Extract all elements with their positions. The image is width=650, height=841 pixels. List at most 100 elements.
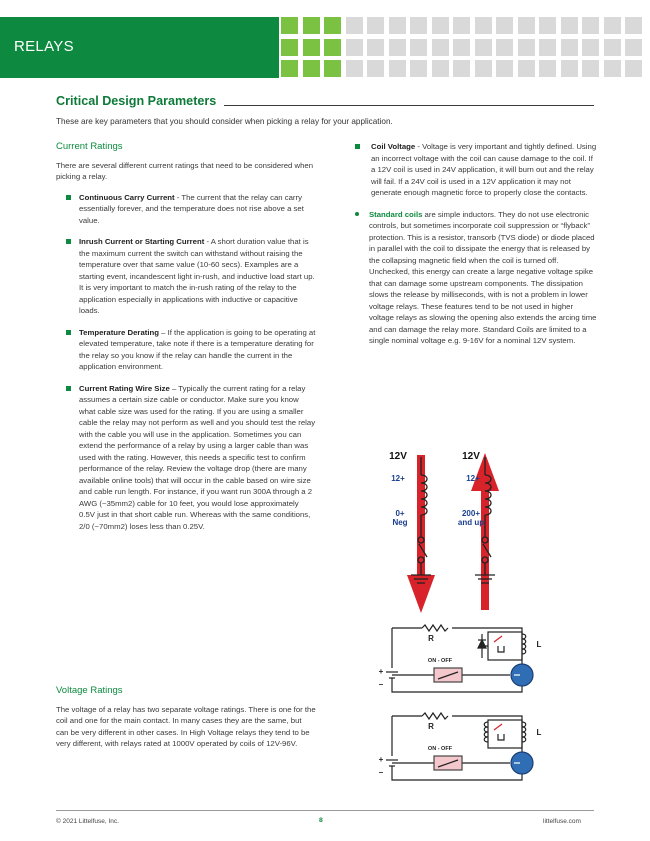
decorative-square [302,17,320,34]
item-term: Inrush Current or Starting Current [79,237,205,246]
decorative-square [517,60,535,77]
bullet-icon [355,144,360,149]
decorative-square [539,38,556,56]
decorative-square [345,17,363,34]
decorative-square [367,38,384,56]
decorative-square [410,60,427,77]
footer-copyright: © 2021 Littelfuse, Inc. [56,818,119,825]
right-upper-label: 12+ [466,474,480,483]
decorative-square [560,38,578,56]
decorative-square [496,38,513,56]
coil-voltage-diagram [407,453,499,613]
decorative-square [474,60,492,77]
left-lower-unit: Neg [392,518,408,527]
page-number: 8 [319,817,323,824]
resistor-icon [421,623,449,633]
resistor-label: R [428,722,434,731]
decorative-square [367,60,384,77]
resistor-icon [421,711,449,721]
minus-label: – [378,680,384,689]
item-term: Standard coils [369,209,423,219]
decorative-square [281,60,298,77]
decorative-square [431,17,449,34]
item-term: Current Rating Wire Size [79,383,170,393]
current-ratings-intro: There are several different current rati… [56,160,314,182]
current-ratings-heading: Current Ratings [56,141,123,152]
decorative-square [431,38,449,56]
bullet-icon [66,194,71,200]
left-lower-label: 0+ Neg [386,509,414,527]
bullet-icon [66,385,71,391]
list-item: Current Rating Wire Size – Typically the… [56,383,316,533]
decorative-square [302,60,320,77]
decorative-square [410,17,427,34]
decorative-square [453,60,470,77]
decorative-square [474,38,492,56]
decorative-square [496,60,513,77]
decorative-square [582,60,599,77]
item-term: Continuous Carry Current [79,192,175,202]
switch-label: ON - OFF [427,658,453,664]
voltage-ratings-text: The voltage of a relay has two separate … [56,704,316,749]
item-text: are simple inductors. They do not use el… [369,209,597,346]
header-banner: RELAYS [0,17,279,78]
decorative-square [474,17,492,34]
decorative-square [496,17,513,34]
left-coil-circuit [411,457,431,584]
right-lower-value: 200+ [461,509,481,518]
decorative-square [453,38,470,56]
decorative-square [517,17,535,34]
decorative-square [388,17,406,34]
bullet-icon [355,211,359,216]
list-item: Continuous Carry Current - The current t… [56,192,316,227]
decorative-square [625,17,642,34]
decorative-square [410,38,427,56]
decorative-square [324,38,341,56]
transistor-icon [510,663,534,687]
decorative-square [367,17,384,34]
decorative-square [345,60,363,77]
inductor-label: L [536,640,542,649]
item-text: - Voltage is very important and tightly … [371,142,597,197]
relay-circuit-without-diode [386,711,534,781]
right-lower-unit: and up [457,518,485,527]
decorative-square [560,17,578,34]
left-column: Current Ratings There are several differ… [56,141,316,542]
decorative-square [560,60,578,77]
left-upper-label: 12+ [391,474,405,483]
item-text: – Typically the current rating for a rel… [79,383,316,531]
section-intro: These are key parameters that you should… [56,117,393,126]
left-voltage-label: 12V [389,451,407,462]
voltage-ratings-heading: Voltage Ratings [56,685,123,696]
relay-circuit-with-diode [386,623,534,693]
list-item: Temperature Derating – If the applicatio… [56,327,316,373]
decorative-square [539,17,556,34]
voltage-ratings-block: Voltage Ratings The voltage of a relay h… [56,685,316,759]
header-title: RELAYS [14,38,74,55]
decorative-square [453,17,470,34]
minus-label: – [378,768,384,777]
decorative-square [388,38,406,56]
item-term: Temperature Derating [79,327,159,337]
decorative-square [302,38,320,56]
plus-label: + [378,755,384,764]
list-item: Standard coils are simple inductors. The… [352,209,597,347]
resistor-label: R [428,634,434,643]
item-text: - A short duration value that is the max… [79,237,315,315]
footer-site: littelfuse.com [543,818,581,825]
decorative-square [281,38,298,56]
decorative-square [431,60,449,77]
item-text: – If the application is going to be oper… [79,327,316,372]
right-column: Coil Voltage - Voltage is very important… [352,141,597,347]
item-text: - The current that the relay can carry e… [79,192,304,225]
bullet-icon [66,329,71,335]
decorative-square [582,38,599,56]
decorative-square [603,17,621,34]
plus-label: + [378,667,384,676]
list-item: Coil Voltage - Voltage is very important… [352,141,597,199]
switch-label: ON - OFF [427,746,453,752]
right-lower-label: 200+ and up [452,509,490,527]
decorative-square [603,38,621,56]
bullet-icon [66,239,71,244]
decorative-square [539,60,556,77]
